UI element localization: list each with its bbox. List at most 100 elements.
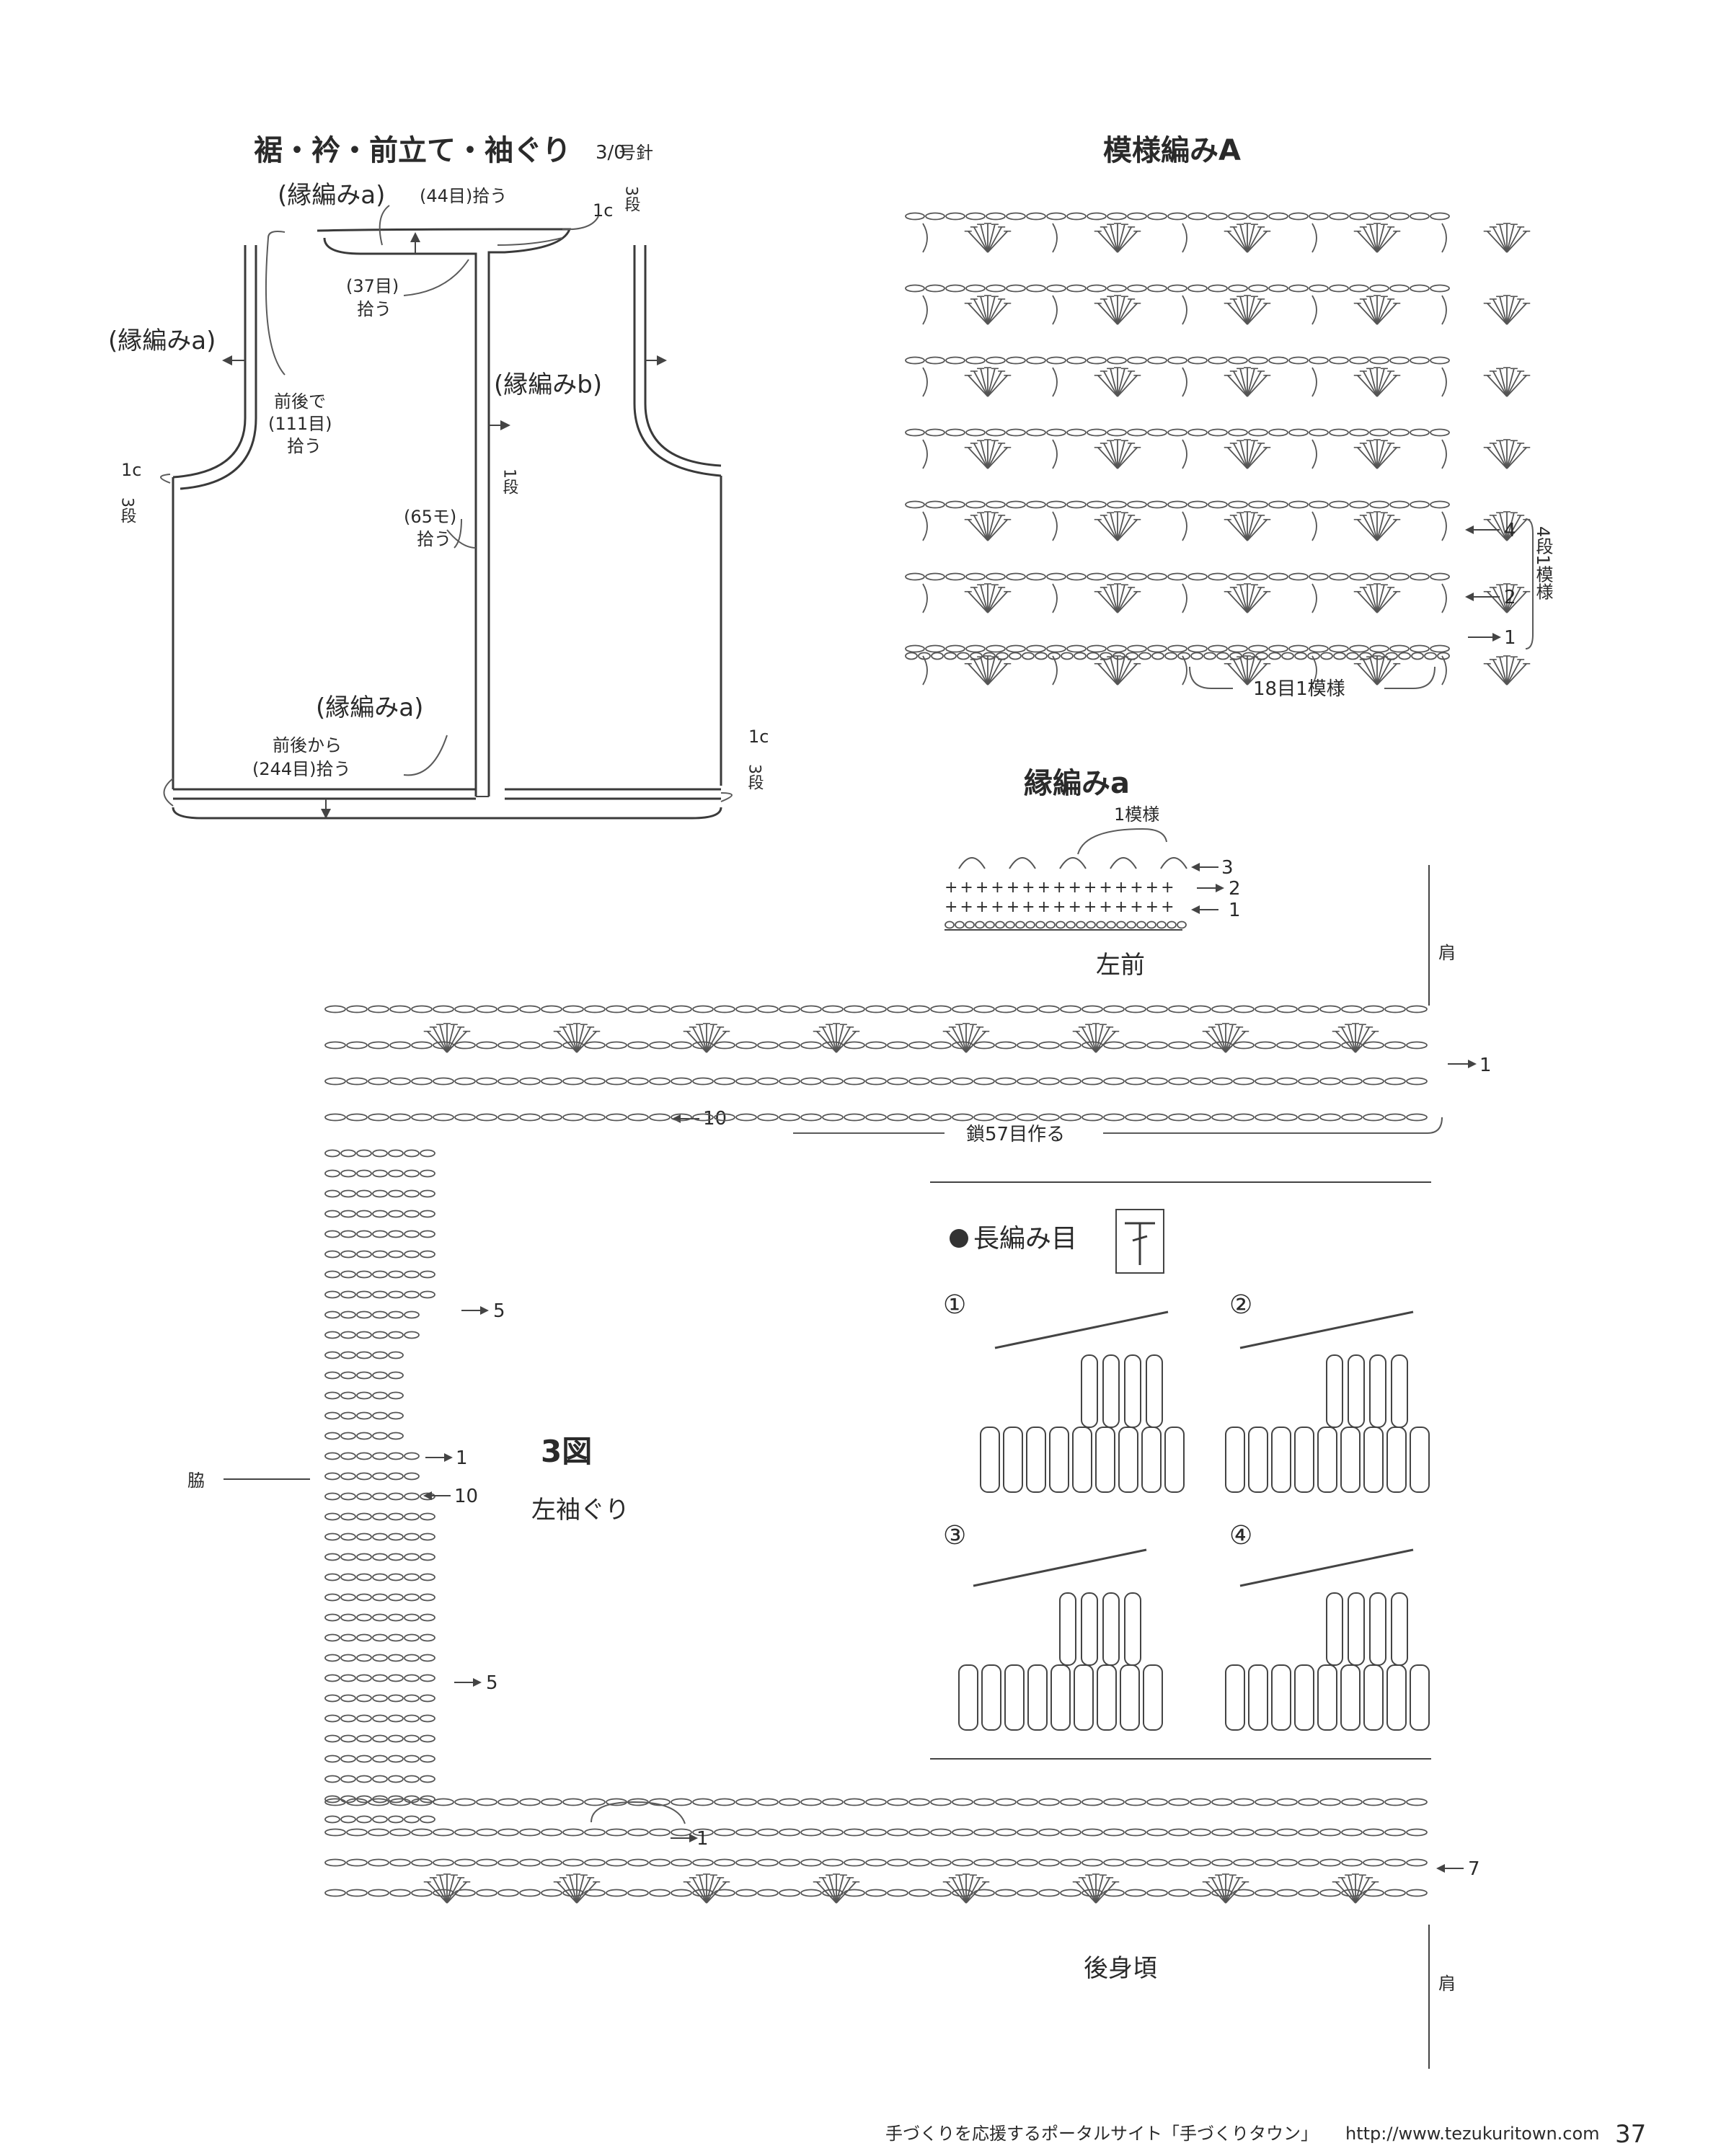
dc-stitch [1355,1024,1363,1053]
chain-stitch [1022,652,1035,660]
chain-stitch [1363,1077,1384,1086]
dc-stitch [1487,447,1508,469]
chain-stitch [324,1633,340,1642]
chain-stitch [844,1889,865,1897]
chain-stitch [1026,572,1046,581]
chain-stitch [800,1005,822,1013]
dc-stitch [1117,443,1132,469]
chain-stitch [1103,1889,1125,1897]
dc-stitch [980,296,988,325]
chain-stitch [562,1077,584,1086]
chain-stitch [1233,1889,1255,1897]
chain-stitch [340,1310,356,1319]
chain-stitch [908,1798,930,1806]
chain-stitch [324,1391,340,1400]
chain-stitch [1216,652,1229,660]
chain-stitch [1309,572,1329,581]
chain-stitch [1208,212,1228,221]
chain-stitch [844,1005,865,1013]
dc-stitch [1097,519,1118,541]
dc-stitch [1117,231,1138,253]
chain-stitch [1136,920,1146,929]
yarn-stitch [1369,1592,1386,1666]
chain-stitch [945,644,965,653]
chain-stitch [541,1041,562,1050]
chain-stitch [1187,572,1208,581]
chain-stitch [627,1041,649,1050]
yarn-stitch [1317,1427,1337,1493]
chain-stitch [388,1411,404,1420]
chain-stitch [1369,428,1389,437]
chain-stitch [411,1077,433,1086]
chain-stitch [945,920,955,929]
picot [1009,857,1036,869]
yarn-stitch [1124,1592,1141,1666]
chain-stitch [1298,1889,1319,1897]
dc-stitch [946,1881,967,1904]
chain-stitch [1190,1858,1211,1867]
chain-stitch [952,1858,973,1867]
dc-stitch [987,663,1008,686]
dc-stitch [1376,298,1392,325]
dc-stitch [980,513,988,541]
chain-stitch [420,1734,435,1743]
chain-stitch [887,1858,908,1867]
chain-stitch [372,1452,388,1460]
chain-stitch [372,1754,388,1763]
chain-stitch [952,1828,973,1837]
chain-stitch [1151,652,1164,660]
yarn-stitch [1248,1664,1268,1731]
chain-stitch [1228,572,1248,581]
chain-stitch [356,1452,372,1460]
chain-stitch [368,1798,389,1806]
dc-stitch [1117,371,1132,397]
dc-stitch [1487,663,1508,686]
chain-stitch [340,1654,356,1662]
chain-stitch [356,1189,372,1198]
chain-stitch [1229,652,1242,660]
chain-stitch [1009,652,1022,660]
dc-stitch [706,1026,721,1053]
dc-stitch [1247,587,1262,613]
chain-stitch [865,1858,887,1867]
dc-stitch [1206,1881,1226,1904]
chain-stitch [388,1391,404,1400]
chain-stitch [1363,1113,1384,1122]
chain-stitch [1369,644,1389,653]
chain-stitch [372,1432,388,1440]
yarn-stitch [1369,1354,1386,1428]
turn-chain [922,439,928,469]
dc-stitch [1363,298,1378,325]
yarn-stitch [1410,1427,1430,1493]
dc-stitch [1247,296,1255,325]
chain-stitch [1167,284,1187,293]
chain-stitch [1125,1889,1146,1897]
chain-stitch [1319,1113,1341,1122]
dc-stitch [987,515,1002,541]
dc-stitch [1376,231,1397,253]
dc-stitch [1335,1031,1356,1053]
front-back-label-a: 前後で [274,391,326,412]
turn-chain [922,223,928,253]
chain-stitch [905,644,925,653]
chain-stitch [908,1077,930,1086]
yarn-stitch [1386,1664,1407,1731]
gauge-top-rows: 3段 [622,186,641,212]
dc-stitch [968,375,988,397]
hook [994,1310,1169,1349]
dc-stitch [836,1877,851,1904]
chain-stitch [1038,1889,1060,1897]
yarn-stitch [1143,1664,1163,1731]
chain-stitch [1208,428,1228,437]
chain-stitch [1276,1828,1298,1837]
chain-stitch [1372,652,1385,660]
chain-stitch [1147,500,1167,509]
chain-stitch [1211,1798,1233,1806]
chain-stitch [995,1889,1017,1897]
dc-stitch [439,1024,448,1053]
chain-stitch [887,1041,908,1050]
dc-stitch [1097,231,1118,253]
dc-stitch [952,1877,967,1904]
chain-stitch [1190,1113,1211,1122]
chain-stitch [356,1331,372,1339]
